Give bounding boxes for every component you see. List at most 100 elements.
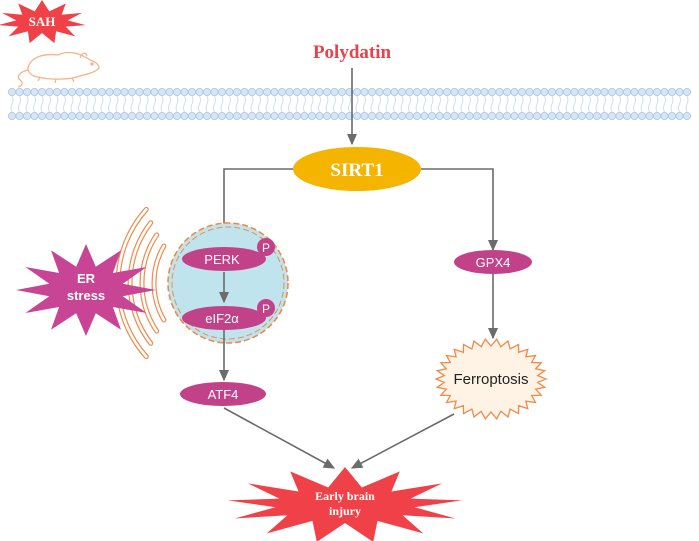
lipid-tail [415,95,419,113]
early-brain-injury-star: Early brain injury [227,467,463,541]
lipid-tail [198,95,201,113]
lipid-tail [295,95,299,113]
lipid-head [367,88,376,97]
lipid-head [68,88,77,97]
lipid-head [38,88,47,97]
lipid-tail [85,95,89,113]
lipid-head [427,88,436,97]
lipid-head [300,88,309,97]
lipid-head [533,88,542,97]
lipid-head [660,88,669,97]
lipid-tail [33,95,36,113]
lipid-tail [48,95,51,113]
lipid-tail [663,95,666,113]
lipid-tail [310,95,314,113]
lipid-tail [633,95,636,113]
lipid-head [600,88,609,97]
lipid-tail [498,95,501,113]
lipid-head [262,88,271,97]
lipid-tail [595,95,599,113]
lipid-head [285,88,294,97]
lipid-head [435,88,444,97]
lipid-head [563,88,572,97]
lipid-head [563,112,572,121]
lipid-tail [385,95,389,113]
atf4-label: ATF4 [208,387,239,402]
lipid-tail [453,95,456,113]
perk-phospho-label: P [262,241,270,255]
lipid-head [675,112,684,121]
lipid-head [608,112,617,121]
lipid-tail [573,95,576,113]
lipid-tail [468,95,471,113]
lipid-tail [228,95,231,113]
lipid-head [22,112,31,121]
lipid-tail [100,95,104,113]
lipid-tail [393,95,396,113]
lipid-tail [378,95,381,113]
lipid-head [68,112,77,121]
lipid-head [322,112,331,121]
lipid-tail [588,95,591,113]
lipid-head [472,88,481,97]
lipid-head [615,88,624,97]
lipid-tail [400,95,404,113]
lipid-head [330,112,339,121]
sah-star: SAH [0,0,86,44]
lipid-head [465,112,474,121]
lipid-tail [183,95,186,113]
eif2a-phospho-label: P [262,302,270,316]
lipid-head [548,88,557,97]
sah-label: SAH [29,14,56,29]
lipid-tail [168,95,171,113]
lipid-head [375,112,384,121]
lipid-head [210,88,219,97]
eif2a-label: eIF2α [205,311,239,326]
lipid-head [405,88,414,97]
perk-label: PERK [204,252,240,267]
lipid-head [202,112,211,121]
lipid-head [585,88,594,97]
lipid-head [397,112,406,121]
lipid-tail [273,95,276,113]
lipid-head [98,88,107,97]
lipid-tail [70,95,74,113]
lipid-head [608,88,617,97]
lipid-head [83,88,92,97]
lipid-head [240,88,249,97]
lipid-head [225,112,234,121]
lipid-head [510,88,519,97]
arrow-ferroptosis-ebi [350,413,455,469]
lipid-tail [648,95,651,113]
lipid-tail [138,95,141,113]
lipid-tail [280,95,284,113]
lipid-head [480,112,489,121]
lipid-tail [678,95,681,113]
lipid-head [540,88,549,97]
lipid-head [195,88,204,97]
lipid-head [360,112,369,121]
lipid-tail [265,95,269,113]
lipid-head [90,112,99,121]
lipid-tail [483,95,486,113]
arrow-atf4-ebi [223,407,336,469]
lipid-head [653,112,662,121]
lipid-head [630,88,639,97]
lipid-tail [513,95,516,113]
lipid-head [638,88,647,97]
lipid-head [113,88,122,97]
lipid-tail [55,95,59,113]
er-stress-label-line1: ER [77,271,96,286]
lipid-head [502,88,511,97]
lipid-head [525,88,534,97]
lipid-head [217,112,226,121]
lipid-head [337,112,346,121]
lipid-head [53,112,62,121]
lipid-head [578,88,587,97]
lipid-head [90,88,99,97]
lipid-tail [303,95,306,113]
lipid-head [120,88,129,97]
lipid-tail [10,95,14,113]
lipid-head [127,88,136,97]
lipid-head [675,88,684,97]
